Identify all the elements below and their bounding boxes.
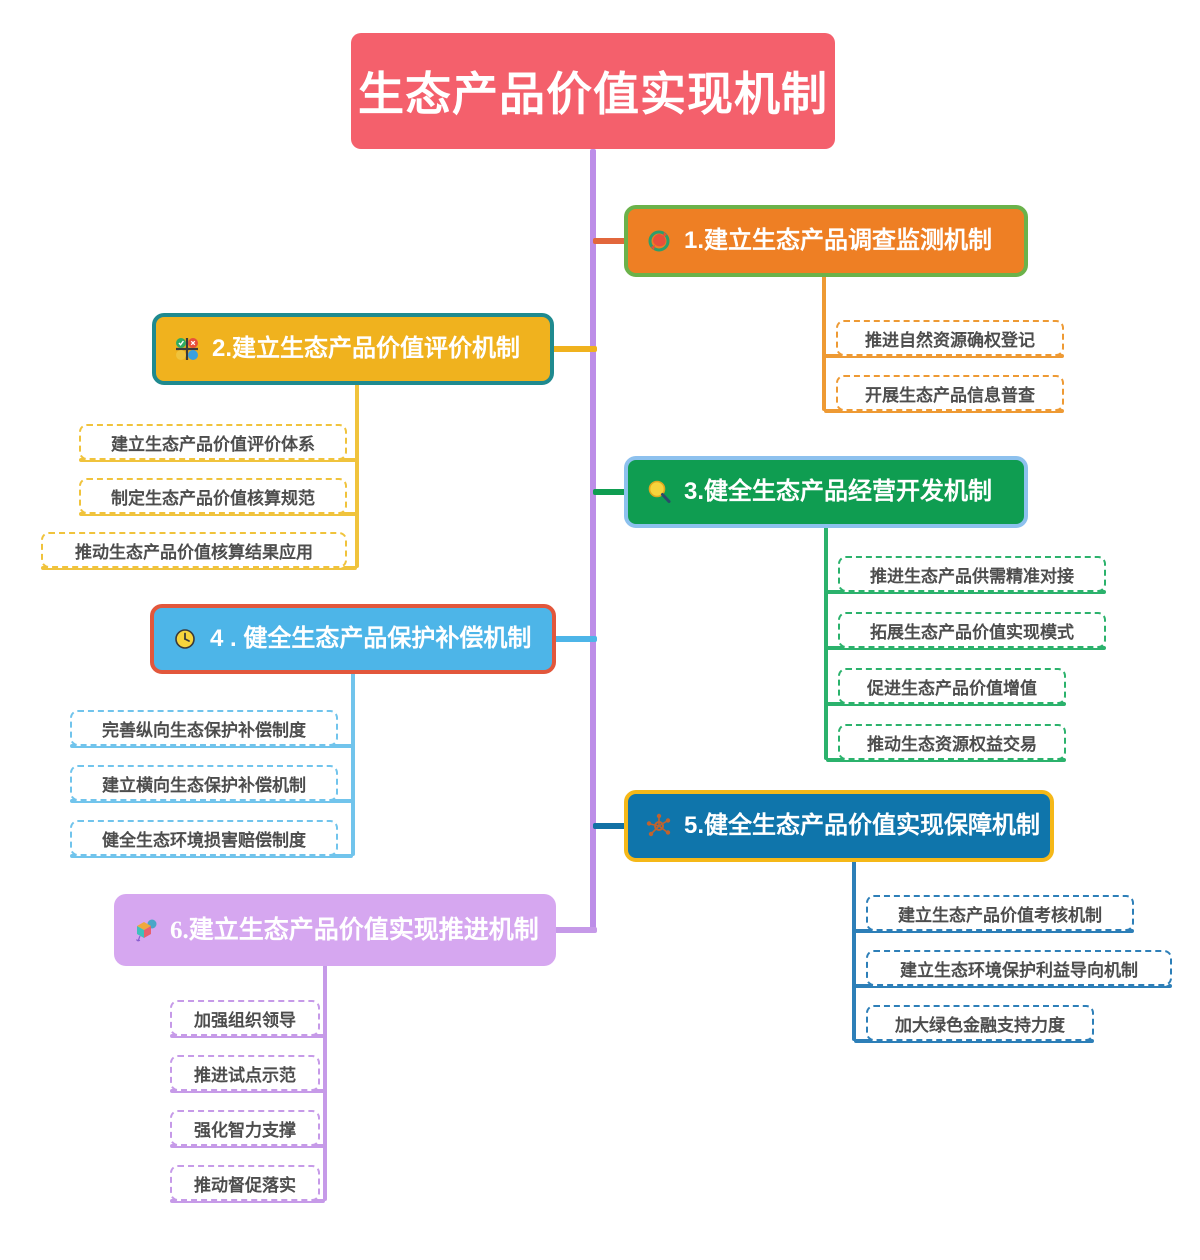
branch-label-2: 2.建立生态产品价值评价机制 [212,335,521,362]
leaf-label: 建立生态环境保护利益导向机制 [900,960,1138,980]
child-stub-6-2 [170,1089,325,1093]
leaf-node-6-2[interactable]: 推进试点示范 [170,1055,320,1091]
network-icon [644,811,674,841]
leaf-label: 健全生态环境损害赔偿制度 [102,830,306,850]
child-stub-3-3 [826,702,1066,706]
branch-label-1: 1.建立生态产品调查监测机制 [684,227,993,254]
leaf-label: 开展生态产品信息普查 [865,385,1035,405]
leaf-node-3-1[interactable]: 推进生态产品供需精准对接 [838,556,1106,592]
child-stub-5-1 [854,929,1134,933]
central-spine [590,149,596,930]
leaf-node-2-1[interactable]: 建立生态产品价值评价体系 [79,424,347,460]
matrix-icon [172,334,202,364]
leaf-node-5-3[interactable]: 加大绿色金融支持力度 [866,1005,1094,1041]
leaf-label: 促进生态产品价值增值 [867,678,1037,698]
leaf-label: 推动生态资源权益交易 [867,734,1037,754]
branch-label-5: 5.健全生态产品价值实现保障机制 [684,812,1041,839]
leaf-node-1-1[interactable]: 推进自然资源确权登记 [836,320,1064,356]
child-stub-4-2 [70,799,353,803]
child-stub-4-1 [70,744,353,748]
branch-node-6[interactable]: 6.建立生态产品价值实现推进机制 [114,894,556,966]
branch-label-4: 4 . 健全生态产品保护补偿机制 [210,625,532,652]
child-stub-2-1 [79,458,357,462]
stem-branch-2 [355,381,359,568]
leaf-node-6-4[interactable]: 推动督促落实 [170,1165,320,1201]
leaf-label: 加大绿色金融支持力度 [895,1015,1065,1035]
branch-label-6: 6.建立生态产品价值实现推进机制 [170,916,539,944]
stem-branch-6 [323,962,327,1201]
child-stub-5-2 [854,984,1172,988]
branch-node-2[interactable]: 2.建立生态产品价值评价机制 [152,313,554,385]
child-stub-6-4 [170,1199,325,1203]
root-title: 生态产品价值实现机制 [358,68,828,120]
connector-branch-4 [552,636,597,642]
child-stub-3-4 [826,758,1066,762]
leaf-node-5-1[interactable]: 建立生态产品价值考核机制 [866,895,1134,931]
leaf-node-3-4[interactable]: 推动生态资源权益交易 [838,724,1066,760]
recycle-icon [644,226,674,256]
leaf-label: 建立生态产品价值考核机制 [898,905,1102,925]
leaf-node-5-2[interactable]: 建立生态环境保护利益导向机制 [866,950,1172,986]
leaf-node-1-2[interactable]: 开展生态产品信息普查 [836,375,1064,411]
leaf-node-4-3[interactable]: 健全生态环境损害赔偿制度 [70,820,338,856]
child-stub-2-3 [41,566,357,570]
stem-branch-5 [852,858,856,1041]
leaf-node-6-3[interactable]: 强化智力支撑 [170,1110,320,1146]
child-stub-4-3 [70,854,353,858]
leaf-label: 推进试点示范 [194,1065,296,1085]
branch-label-3: 3.健全生态产品经营开发机制 [684,478,993,505]
child-stub-2-2 [79,512,357,516]
leaf-node-2-2[interactable]: 制定生态产品价值核算规范 [79,478,347,514]
leaf-label: 推进生态产品供需精准对接 [870,566,1074,586]
leaf-node-2-3[interactable]: 推动生态产品价值核算结果应用 [41,532,347,568]
connector-branch-6 [552,927,597,933]
clock-icon [170,624,200,654]
branch-node-4[interactable]: 4 . 健全生态产品保护补偿机制 [150,604,556,674]
leaf-label: 制定生态产品价值核算规范 [111,488,315,508]
branch-node-1[interactable]: 1.建立生态产品调查监测机制 [624,205,1028,277]
leaf-node-3-3[interactable]: 促进生态产品价值增值 [838,668,1066,704]
magnifier-icon [644,477,674,507]
leaf-node-6-1[interactable]: 加强组织领导 [170,1000,320,1036]
connector-branch-5 [593,823,628,829]
connector-branch-3 [593,489,628,495]
leaf-label: 强化智力支撑 [194,1120,296,1140]
leaf-label: 推进自然资源确权登记 [865,330,1035,350]
stem-branch-4 [351,670,355,856]
connector-branch-1 [593,238,628,244]
connector-branch-2 [550,346,597,352]
stem-branch-1 [822,273,826,411]
child-stub-1-1 [824,354,1064,358]
leaf-node-4-2[interactable]: 建立横向生态保护补偿机制 [70,765,338,801]
root-node[interactable]: 生态产品价值实现机制 [351,33,835,149]
child-stub-3-1 [826,590,1106,594]
leaf-label: 推动督促落实 [194,1175,296,1195]
child-stub-3-2 [826,646,1106,650]
leaf-label: 建立生态产品价值评价体系 [111,434,315,454]
branch-node-3[interactable]: 3.健全生态产品经营开发机制 [624,456,1028,528]
branch-node-5[interactable]: 5.健全生态产品价值实现保障机制 [624,790,1054,862]
leaf-label: 完善纵向生态保护补偿制度 [102,720,306,740]
stem-branch-3 [824,524,828,760]
leaf-label: 加强组织领导 [194,1010,296,1030]
leaf-label: 建立横向生态保护补偿机制 [102,775,306,795]
cube-icon [130,915,160,945]
leaf-label: 拓展生态产品价值实现模式 [870,622,1074,642]
child-stub-6-3 [170,1144,325,1148]
leaf-node-3-2[interactable]: 拓展生态产品价值实现模式 [838,612,1106,648]
child-stub-1-2 [824,409,1064,413]
child-stub-5-3 [854,1039,1094,1043]
child-stub-6-1 [170,1034,325,1038]
leaf-label: 推动生态产品价值核算结果应用 [75,542,313,562]
leaf-node-4-1[interactable]: 完善纵向生态保护补偿制度 [70,710,338,746]
